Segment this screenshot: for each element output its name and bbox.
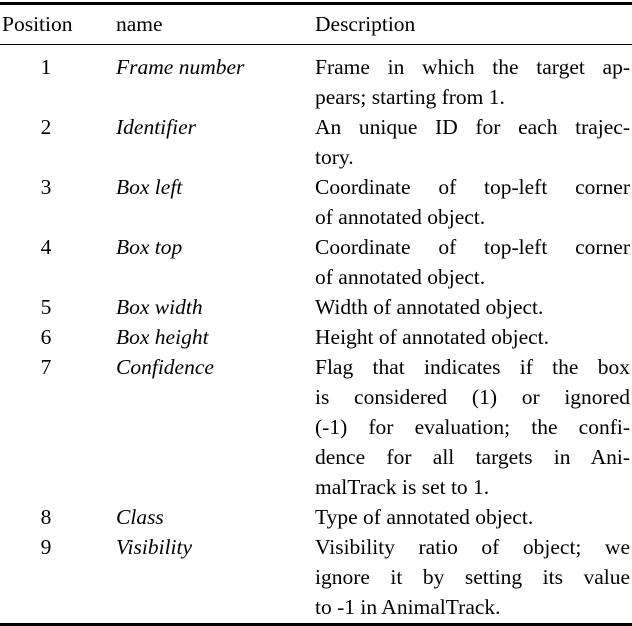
- name-cell: Box width: [116, 295, 203, 319]
- header-rule: [0, 44, 632, 45]
- description-line: ignore it by setting its value: [315, 565, 630, 589]
- description-cell: Type of annotated object.: [315, 502, 632, 532]
- table-body: 1 Frame number Frame in which the target…: [0, 45, 632, 623]
- top-rule: [0, 2, 632, 5]
- position-cell: 8: [40, 505, 52, 529]
- table-row: 5 Box width Width of annotated object.: [0, 292, 632, 322]
- description-line: Type of annotated object.: [315, 505, 534, 529]
- position-cell: 9: [40, 535, 52, 559]
- description-cell: An unique ID for each trajec-tory.: [315, 112, 632, 172]
- description-line: Visibility ratio of object; we: [315, 535, 630, 559]
- position-cell: 1: [40, 55, 52, 79]
- description-line: malTrack is set to 1.: [315, 475, 490, 499]
- description-cell: Width of annotated object.: [315, 292, 632, 322]
- description-line: tory.: [315, 145, 354, 169]
- table-row: 6 Box height Height of annotated object.: [0, 322, 632, 352]
- name-cell: Box left: [116, 175, 183, 199]
- position-cell: 4: [40, 235, 52, 259]
- description-cell: Visibility ratio of object; we ignore it …: [315, 532, 632, 622]
- header-description: Description: [315, 12, 416, 36]
- description-line: Height of annotated object.: [315, 325, 550, 349]
- name-cell: Box height: [116, 325, 209, 349]
- description-line: to -1 in AnimalTrack.: [315, 595, 501, 619]
- description-line: dence for all targets in Ani-: [315, 445, 630, 469]
- description-line: Width of annotated object.: [315, 295, 544, 319]
- description-cell: Coordinate of top-left corner of annotate…: [315, 172, 632, 232]
- table-row: 8 Class Type of annotated object.: [0, 502, 632, 532]
- description-line: Coordinate of top-left corner: [315, 235, 630, 259]
- name-cell: Class: [116, 505, 164, 529]
- position-cell: 5: [40, 295, 52, 319]
- name-cell: Identifier: [116, 115, 197, 139]
- table-header-row: Position name Description: [0, 5, 632, 44]
- position-cell: 7: [40, 355, 52, 379]
- bottom-rule: [0, 623, 632, 626]
- description-cell: Height of annotated object.: [315, 322, 632, 352]
- description-line: Coordinate of top-left corner: [315, 175, 630, 199]
- table-row: 9 Visibility Visibility ratio of object;…: [0, 532, 632, 622]
- table-row: 4 Box top Coordinate of top-left corner o…: [0, 232, 632, 292]
- name-cell: Visibility: [116, 535, 193, 559]
- description-line: pears; starting from 1.: [315, 85, 505, 109]
- description-line: Frame in which the target ap-: [315, 55, 630, 79]
- position-cell: 6: [40, 325, 52, 349]
- description-line: is considered (1) or ignored: [315, 385, 630, 409]
- description-line: An unique ID for each trajec-: [315, 115, 630, 139]
- table-row: 7 Confidence Flag that indicates if the …: [0, 352, 632, 502]
- position-cell: 3: [40, 175, 52, 199]
- description-line: of annotated object.: [315, 205, 486, 229]
- header-name: name: [116, 12, 163, 36]
- description-cell: Coordinate of top-left corner of annotate…: [315, 232, 632, 292]
- table-row: 2 Identifier An unique ID for each traje…: [0, 112, 632, 172]
- description-cell: Flag that indicates if the box is conside…: [315, 352, 632, 502]
- name-cell: Box top: [116, 235, 183, 259]
- position-cell: 2: [40, 115, 52, 139]
- name-cell: Frame number: [116, 55, 245, 79]
- table-row: 3 Box left Coordinate of top-left corner…: [0, 172, 632, 232]
- table-row: 1 Frame number Frame in which the target…: [0, 52, 632, 112]
- description-line: (-1) for evaluation; the confi-: [315, 415, 630, 439]
- description-line: Flag that indicates if the box: [315, 355, 630, 379]
- header-position: Position: [2, 12, 73, 36]
- description-cell: Frame in which the target ap-pears; star…: [315, 52, 632, 112]
- description-line: of annotated object.: [315, 265, 486, 289]
- name-cell: Confidence: [116, 355, 214, 379]
